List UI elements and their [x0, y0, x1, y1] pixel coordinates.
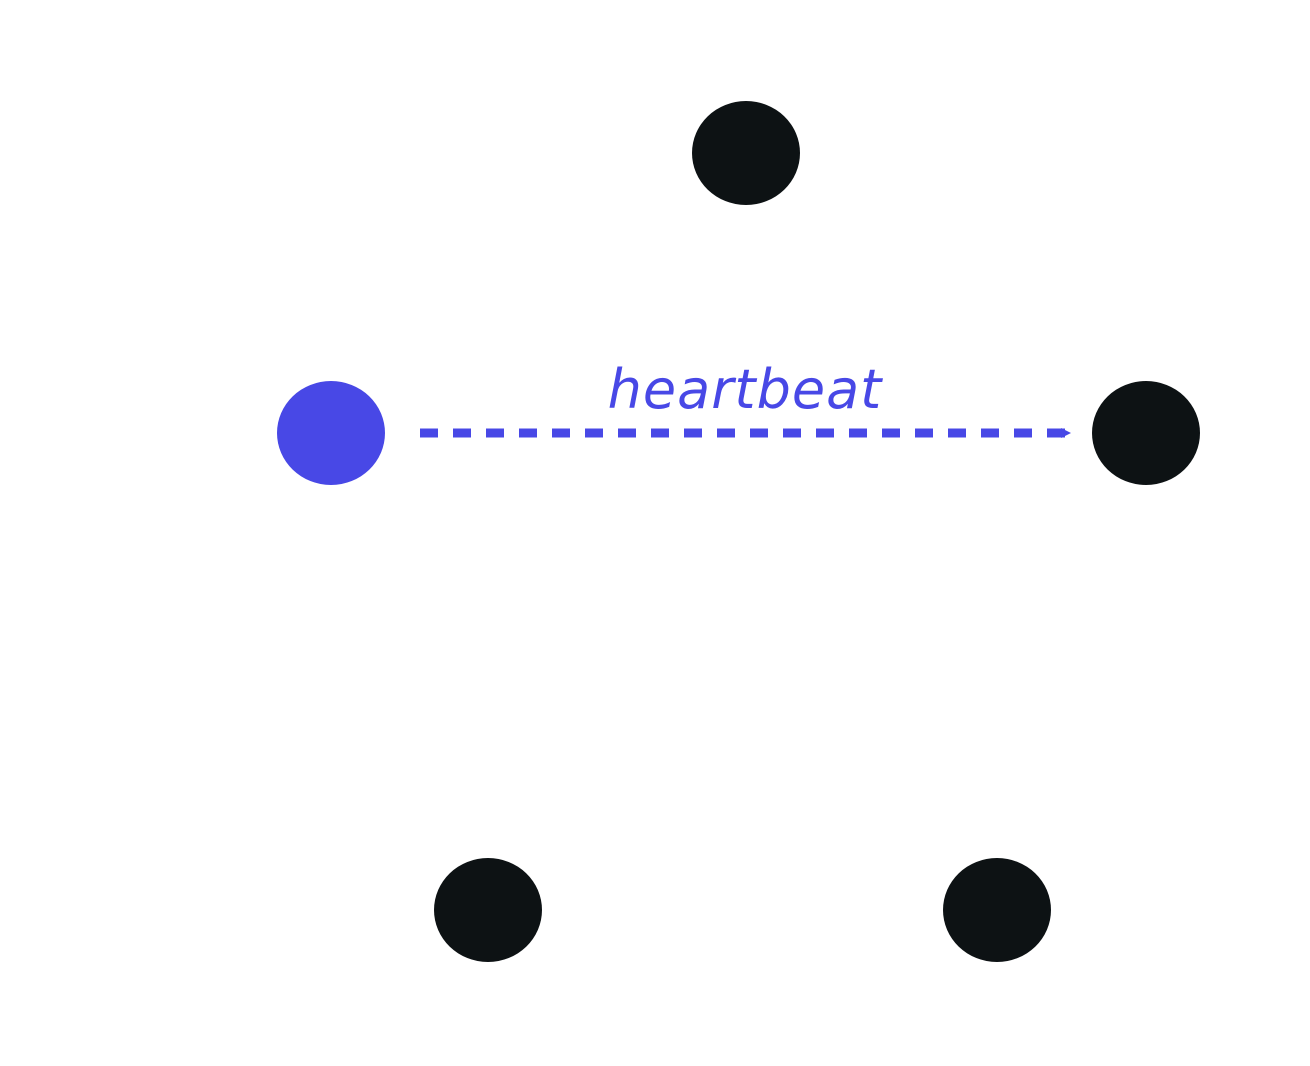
node-right — [1092, 381, 1200, 485]
node-group — [277, 101, 1200, 962]
node-top — [692, 101, 800, 205]
node-leader — [277, 381, 385, 485]
heartbeat-label: heartbeat — [608, 358, 884, 421]
node-bottom-left — [434, 858, 542, 962]
node-bottom-right — [943, 858, 1051, 962]
